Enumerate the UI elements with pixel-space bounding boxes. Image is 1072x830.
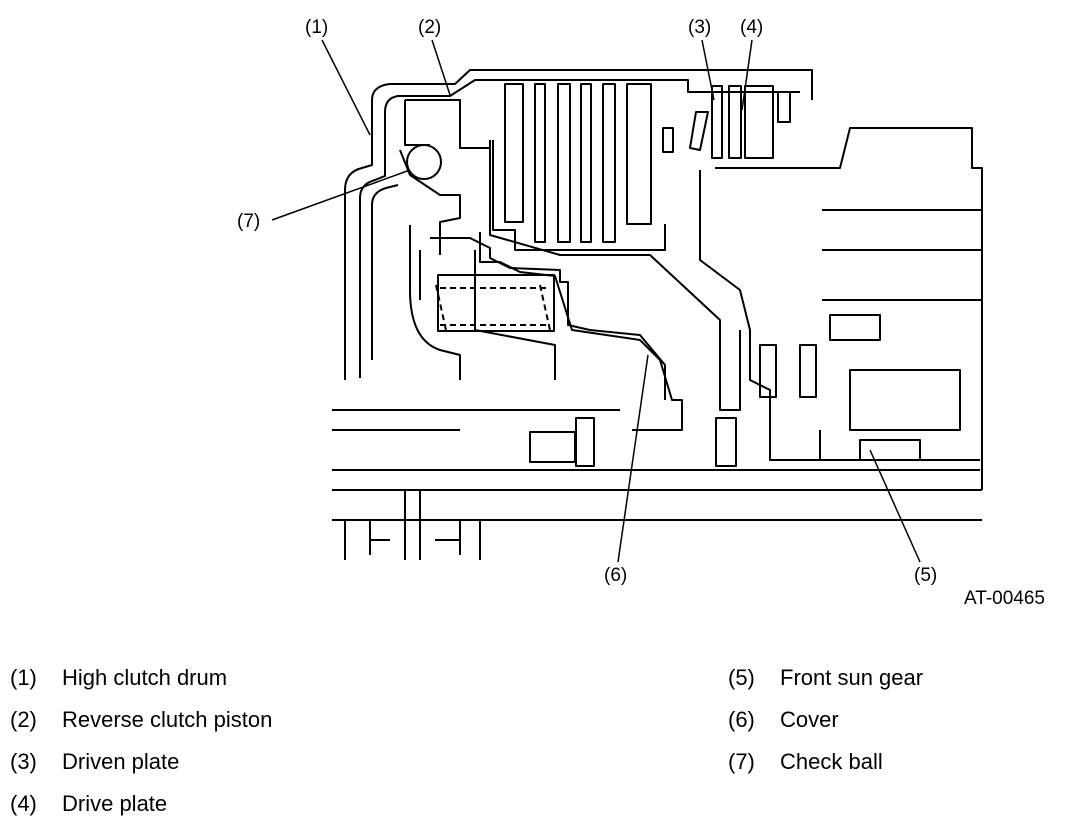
legend-label: Drive plate <box>62 791 168 816</box>
figure-code: AT-00465 <box>964 588 1045 609</box>
plate <box>626 83 652 225</box>
legend-label: High clutch drum <box>62 665 228 690</box>
callout-7: (7) <box>237 211 261 232</box>
legend-label: Cover <box>780 707 839 732</box>
leader-line-4 <box>741 39 753 111</box>
legend-label: Front sun gear <box>780 665 924 690</box>
legend-number: (5) <box>728 665 755 690</box>
plate <box>534 83 546 243</box>
legend-number: (1) <box>10 665 37 690</box>
plate <box>602 83 616 243</box>
reverse-clutch-piston <box>404 99 491 149</box>
callout-4: (4) <box>740 17 764 38</box>
clutch-assembly-diagram: (1) (2) (3) (4) (5) (6) (7) AT-00465 <box>237 17 1045 609</box>
legend-item: (3) Driven plate <box>10 751 179 773</box>
high-clutch-drum-outline <box>344 69 813 380</box>
front-sun-gear <box>819 430 921 461</box>
legend-label: Check ball <box>780 749 883 774</box>
legend-number: (6) <box>728 707 755 732</box>
drive-plate <box>728 85 742 159</box>
legend-number: (3) <box>10 749 37 774</box>
legend-item: (1) High clutch drum <box>10 667 227 689</box>
legend-number: (7) <box>728 749 755 774</box>
plate <box>557 83 571 243</box>
legend-item: (2) Reverse clutch piston <box>10 709 272 731</box>
legend-item: (6) Cover <box>728 709 839 731</box>
drum-inner-outline <box>359 79 800 378</box>
cover <box>479 232 683 431</box>
gear-housing <box>699 170 980 461</box>
plate <box>580 83 592 243</box>
return-spring <box>435 284 551 331</box>
shaft <box>332 409 982 521</box>
leader-line-5 <box>869 449 921 563</box>
legend-label: Driven plate <box>62 749 180 774</box>
legend-label: Reverse clutch piston <box>62 707 273 732</box>
callout-2: (2) <box>418 17 442 38</box>
callout-1: (1) <box>305 17 329 38</box>
callout-6: (6) <box>604 565 628 586</box>
plate <box>504 83 524 223</box>
callout-3: (3) <box>688 17 712 38</box>
leader-line-2 <box>431 39 451 96</box>
leader-line-1 <box>321 39 371 136</box>
callout-5: (5) <box>914 565 938 586</box>
leader-line-7 <box>271 169 411 221</box>
driven-plate <box>711 85 723 159</box>
legend-number: (4) <box>10 791 37 816</box>
leader-line-6 <box>617 354 649 563</box>
legend-item: (7) Check ball <box>728 751 883 773</box>
leader-line-3 <box>701 39 715 101</box>
drive-plate <box>744 85 774 159</box>
legend-item: (5) Front sun gear <box>728 667 923 689</box>
legend-item: (4) Drive plate <box>10 793 167 815</box>
check-ball <box>406 144 442 180</box>
cross-section-drawing <box>271 39 983 563</box>
legend-number: (2) <box>10 707 37 732</box>
piston-body <box>409 225 666 400</box>
